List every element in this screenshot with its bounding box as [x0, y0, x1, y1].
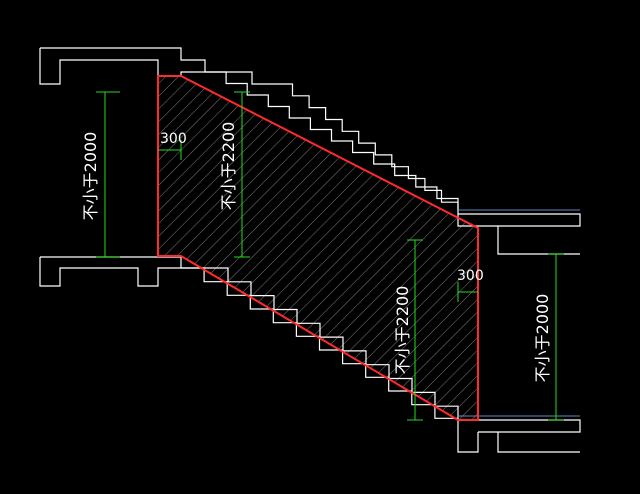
right-clear-height-label: 不小于2000 [533, 294, 552, 383]
upper-stair-flight [205, 71, 459, 214]
upper-slab-clearance-label: 不小于2200 [219, 122, 238, 211]
bottom-landing-slab [457, 419, 581, 453]
dimension-lines [96, 91, 564, 421]
left-clear-height-label: 不小于2000 [81, 132, 100, 221]
lower-slab-clearance-label: 不小于2200 [393, 286, 412, 375]
upper-offset-label: 300 [160, 131, 187, 147]
lower-stair-flight [181, 267, 459, 432]
lower-offset-label: 300 [457, 268, 484, 284]
clearance-zone-hatch [158, 76, 478, 420]
clearance-outline [157, 75, 479, 421]
